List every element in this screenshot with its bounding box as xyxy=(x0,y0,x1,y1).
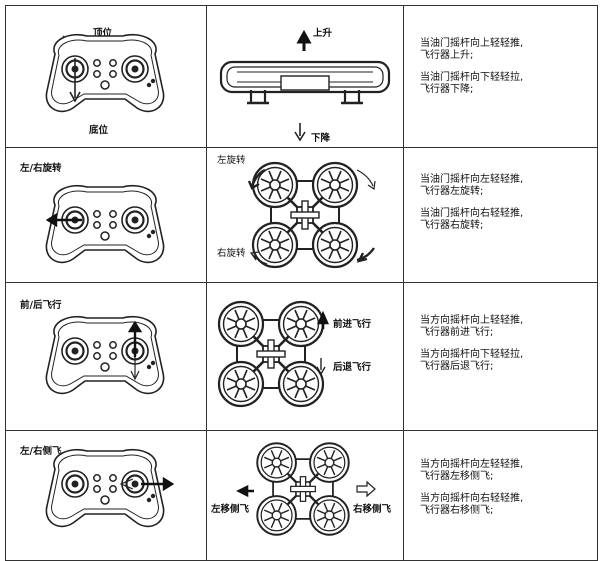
rotate-description: 当油门摇杆向左轻轻推, 飞行器左旋转; 当油门摇杆向右轻轻推, 飞行器右旋转; xyxy=(420,174,523,232)
drone-top-illustration xyxy=(247,148,376,280)
up-arrow-icon xyxy=(127,320,143,357)
controller-illustration xyxy=(45,448,175,528)
controller-illustration xyxy=(45,33,165,113)
throttle-down-arrow-icon xyxy=(69,58,81,103)
controller-cell: 前/后飞行 xyxy=(5,282,207,431)
description-line: 当方向摇杆向上轻轻推, xyxy=(420,315,524,326)
description-line: 飞行器左旋转; xyxy=(420,186,484,197)
description-cell: 当油门摇杆向左轻轻推, 飞行器左旋转; 当油门摇杆向右轻轻推, 飞行器右旋转; xyxy=(403,147,598,283)
drone-cell: 左移侧飞 右移侧飞 xyxy=(206,430,404,561)
drone-top-illustration xyxy=(207,283,330,428)
description-cell: 当油门摇杆向上轻轻推, 飞行器上升; 当油门摇杆向下轻轻拉, 飞行器下降; xyxy=(403,5,598,148)
right-arrow-icon xyxy=(141,476,175,492)
controller-illustration xyxy=(45,184,165,264)
drone-cell: 上升 下降 xyxy=(206,5,404,148)
left-arrow-icon xyxy=(45,212,82,228)
flight-control-table: 油门 顶位 底位 xyxy=(5,5,598,561)
rotate-right-label: 右旋转 xyxy=(217,248,246,259)
row-title: 左/右侧飞 xyxy=(20,446,62,457)
description-line: 当油门摇杆向左轻轻推, xyxy=(420,174,524,185)
backward-label: 后退飞行 xyxy=(333,362,372,373)
controller-cell: 油门 顶位 底位 xyxy=(5,5,207,148)
description-line: 当油门摇杆向上轻轻推, xyxy=(420,38,524,49)
description-line: 当油门摇杆向右轻轻推, xyxy=(420,208,524,219)
description-line: 当方向摇杆向左轻轻推, xyxy=(420,459,524,470)
backward-arrow-icon xyxy=(316,358,326,376)
description-cell: 当方向摇杆向左轻轻推, 飞行器左移侧飞; 当方向摇杆向右轻轻推, 飞行器右移侧飞… xyxy=(403,430,598,561)
ascend-description: 当油门摇杆向上轻轻推, 飞行器上升; 当油门摇杆向下轻轻拉, 飞行器下降; xyxy=(420,38,523,96)
row-title: 左/右旋转 xyxy=(20,163,62,174)
rotate-right-arrow-icon xyxy=(356,247,375,263)
description-line: 飞行器右移侧飞; xyxy=(420,505,494,516)
drone-top-illustration xyxy=(236,431,376,558)
ascend-label: 上升 xyxy=(313,28,333,39)
drone-cell: 左旋转 右旋转 xyxy=(206,147,404,283)
description-cell: 当方向摇杆向上轻轻推, 飞行器前进飞行; 当方向摇杆向下轻轻拉, 飞行器后退飞行… xyxy=(403,282,598,431)
rotate-left-arrow-icon xyxy=(247,168,266,190)
row-side-flight: 左/右侧飞 左移侧飞 右移侧飞 xyxy=(5,430,598,561)
row-rotate: 左/右旋转 左旋转 右旋转 xyxy=(5,147,598,283)
description-line: 飞行器左移侧飞; xyxy=(420,471,494,482)
row-up-down: 油门 顶位 底位 xyxy=(5,5,598,148)
row-title: 前/后飞行 xyxy=(20,300,62,311)
side-left-label: 左移侧飞 xyxy=(211,504,250,515)
top-position-label: 顶位 xyxy=(93,28,113,39)
forward-label: 前进飞行 xyxy=(333,319,372,330)
side-flight-description: 当方向摇杆向左轻轻推, 飞行器左移侧飞; 当方向摇杆向右轻轻推, 飞行器右移侧飞… xyxy=(420,459,523,517)
down-arrow-icon xyxy=(294,123,306,142)
controller-illustration xyxy=(45,315,165,395)
forward-backward-description: 当方向摇杆向上轻轻推, 飞行器前进飞行; 当方向摇杆向下轻轻拉, 飞行器后退飞行… xyxy=(420,315,523,373)
bottom-position-label: 底位 xyxy=(89,125,109,136)
description-line: 飞行器前进飞行; xyxy=(420,327,494,338)
description-line: 当油门摇杆向下轻轻拉, xyxy=(420,72,524,83)
side-right-label: 右移侧飞 xyxy=(353,504,392,515)
description-line: 飞行器后退飞行; xyxy=(420,361,494,372)
description-line: 飞行器上升; xyxy=(420,50,474,61)
drone-side-illustration xyxy=(219,29,391,142)
description-line: 当方向摇杆向下轻轻拉, xyxy=(420,349,524,360)
row-forward-backward: 前/后飞行 前进飞行 后退飞行 xyxy=(5,282,598,431)
description-line: 飞行器下降; xyxy=(420,84,474,95)
controller-cell: 左/右侧飞 xyxy=(5,430,207,561)
drone-cell: 前进飞行 后退飞行 xyxy=(206,282,404,431)
description-line: 当方向摇杆向右轻轻推, xyxy=(420,493,524,504)
forward-arrow-icon xyxy=(316,310,330,329)
descend-label: 下降 xyxy=(311,133,331,144)
side-right-arrow-icon xyxy=(356,480,376,498)
side-left-arrow-icon xyxy=(236,484,254,498)
up-arrow-icon xyxy=(296,29,312,51)
rotate-left-label: 左旋转 xyxy=(217,155,246,166)
controller-cell: 左/右旋转 xyxy=(5,147,207,283)
description-line: 飞行器右旋转; xyxy=(420,220,484,231)
